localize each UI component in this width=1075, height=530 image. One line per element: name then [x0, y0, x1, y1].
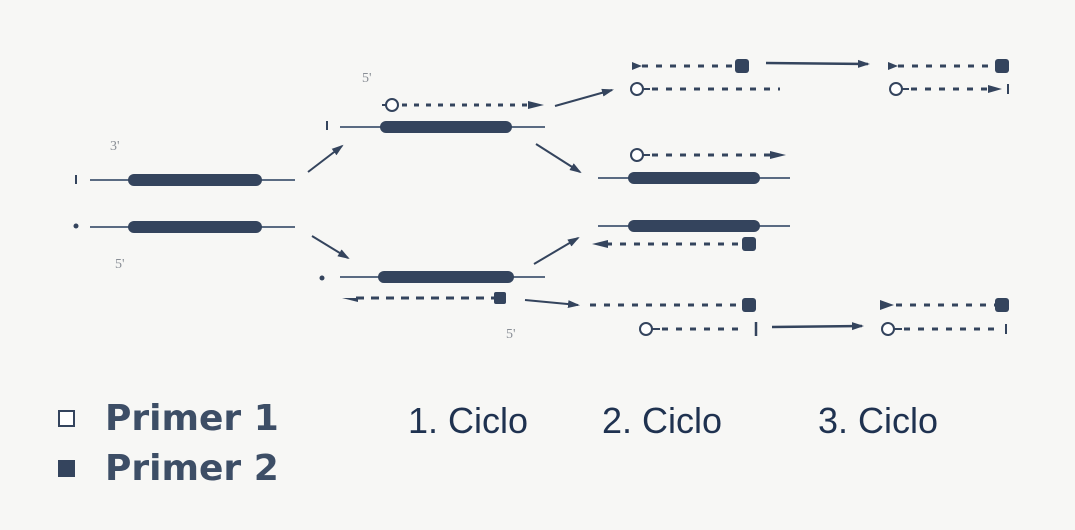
end-label-5prime: 5'	[115, 257, 125, 272]
primer1-icon	[639, 322, 660, 336]
cycle-label-1: 1. Ciclo	[408, 400, 529, 441]
primer1-icon	[881, 322, 902, 336]
strand-arrow-icon	[770, 151, 786, 159]
template-strand	[628, 172, 760, 184]
arrow-icon	[524, 299, 580, 309]
arrow-icon	[311, 235, 350, 260]
template-strand	[628, 220, 760, 232]
primer2-icon	[995, 298, 1009, 312]
end-label-5prime: 5'	[362, 71, 372, 86]
template-strand	[378, 271, 514, 283]
primer1-icon	[889, 82, 909, 96]
primer2-icon	[494, 292, 506, 304]
end-label-3prime: 3'	[110, 139, 120, 154]
arrow-icon	[554, 88, 614, 107]
arrow-icon	[771, 322, 864, 331]
strand-arrow-icon	[888, 62, 898, 70]
primer2-icon	[735, 59, 749, 73]
end-label-5prime: 5'	[506, 327, 516, 342]
strand-arrow-icon	[528, 101, 544, 109]
legend-primer2: Primer 2	[58, 448, 279, 489]
strand-arrow-icon	[880, 300, 894, 310]
primer1-icon	[630, 148, 650, 162]
primer2-icon	[995, 59, 1009, 73]
arrow-icon	[765, 59, 870, 68]
primer1-icon	[630, 82, 650, 96]
primer2-icon	[742, 298, 756, 312]
strand-end-dot	[319, 275, 325, 281]
filled-square-icon	[58, 460, 75, 477]
cycle-label-3: 3. Ciclo	[818, 400, 939, 441]
arrow-icon	[533, 236, 580, 265]
strand-arrow-icon	[342, 298, 358, 302]
strand-arrow-icon	[632, 62, 642, 70]
template-strand	[380, 121, 512, 133]
arrow-icon	[307, 144, 344, 173]
legend-primer1-label: Primer 1	[105, 398, 279, 439]
strand-end-dot	[73, 223, 79, 229]
arrow-icon	[535, 143, 582, 174]
template-strand-bottom	[128, 221, 262, 233]
strand-arrow-icon	[988, 85, 1002, 93]
primer1-icon	[382, 98, 399, 112]
cycle-label-2: 2. Ciclo	[602, 400, 723, 441]
template-strand-top	[128, 174, 262, 186]
legend-primer1: Primer 1	[58, 398, 279, 439]
strand-arrow-icon	[592, 240, 608, 248]
legend-primer2-label: Primer 2	[105, 448, 279, 489]
primer2-icon	[742, 237, 756, 251]
open-square-icon	[58, 410, 75, 427]
